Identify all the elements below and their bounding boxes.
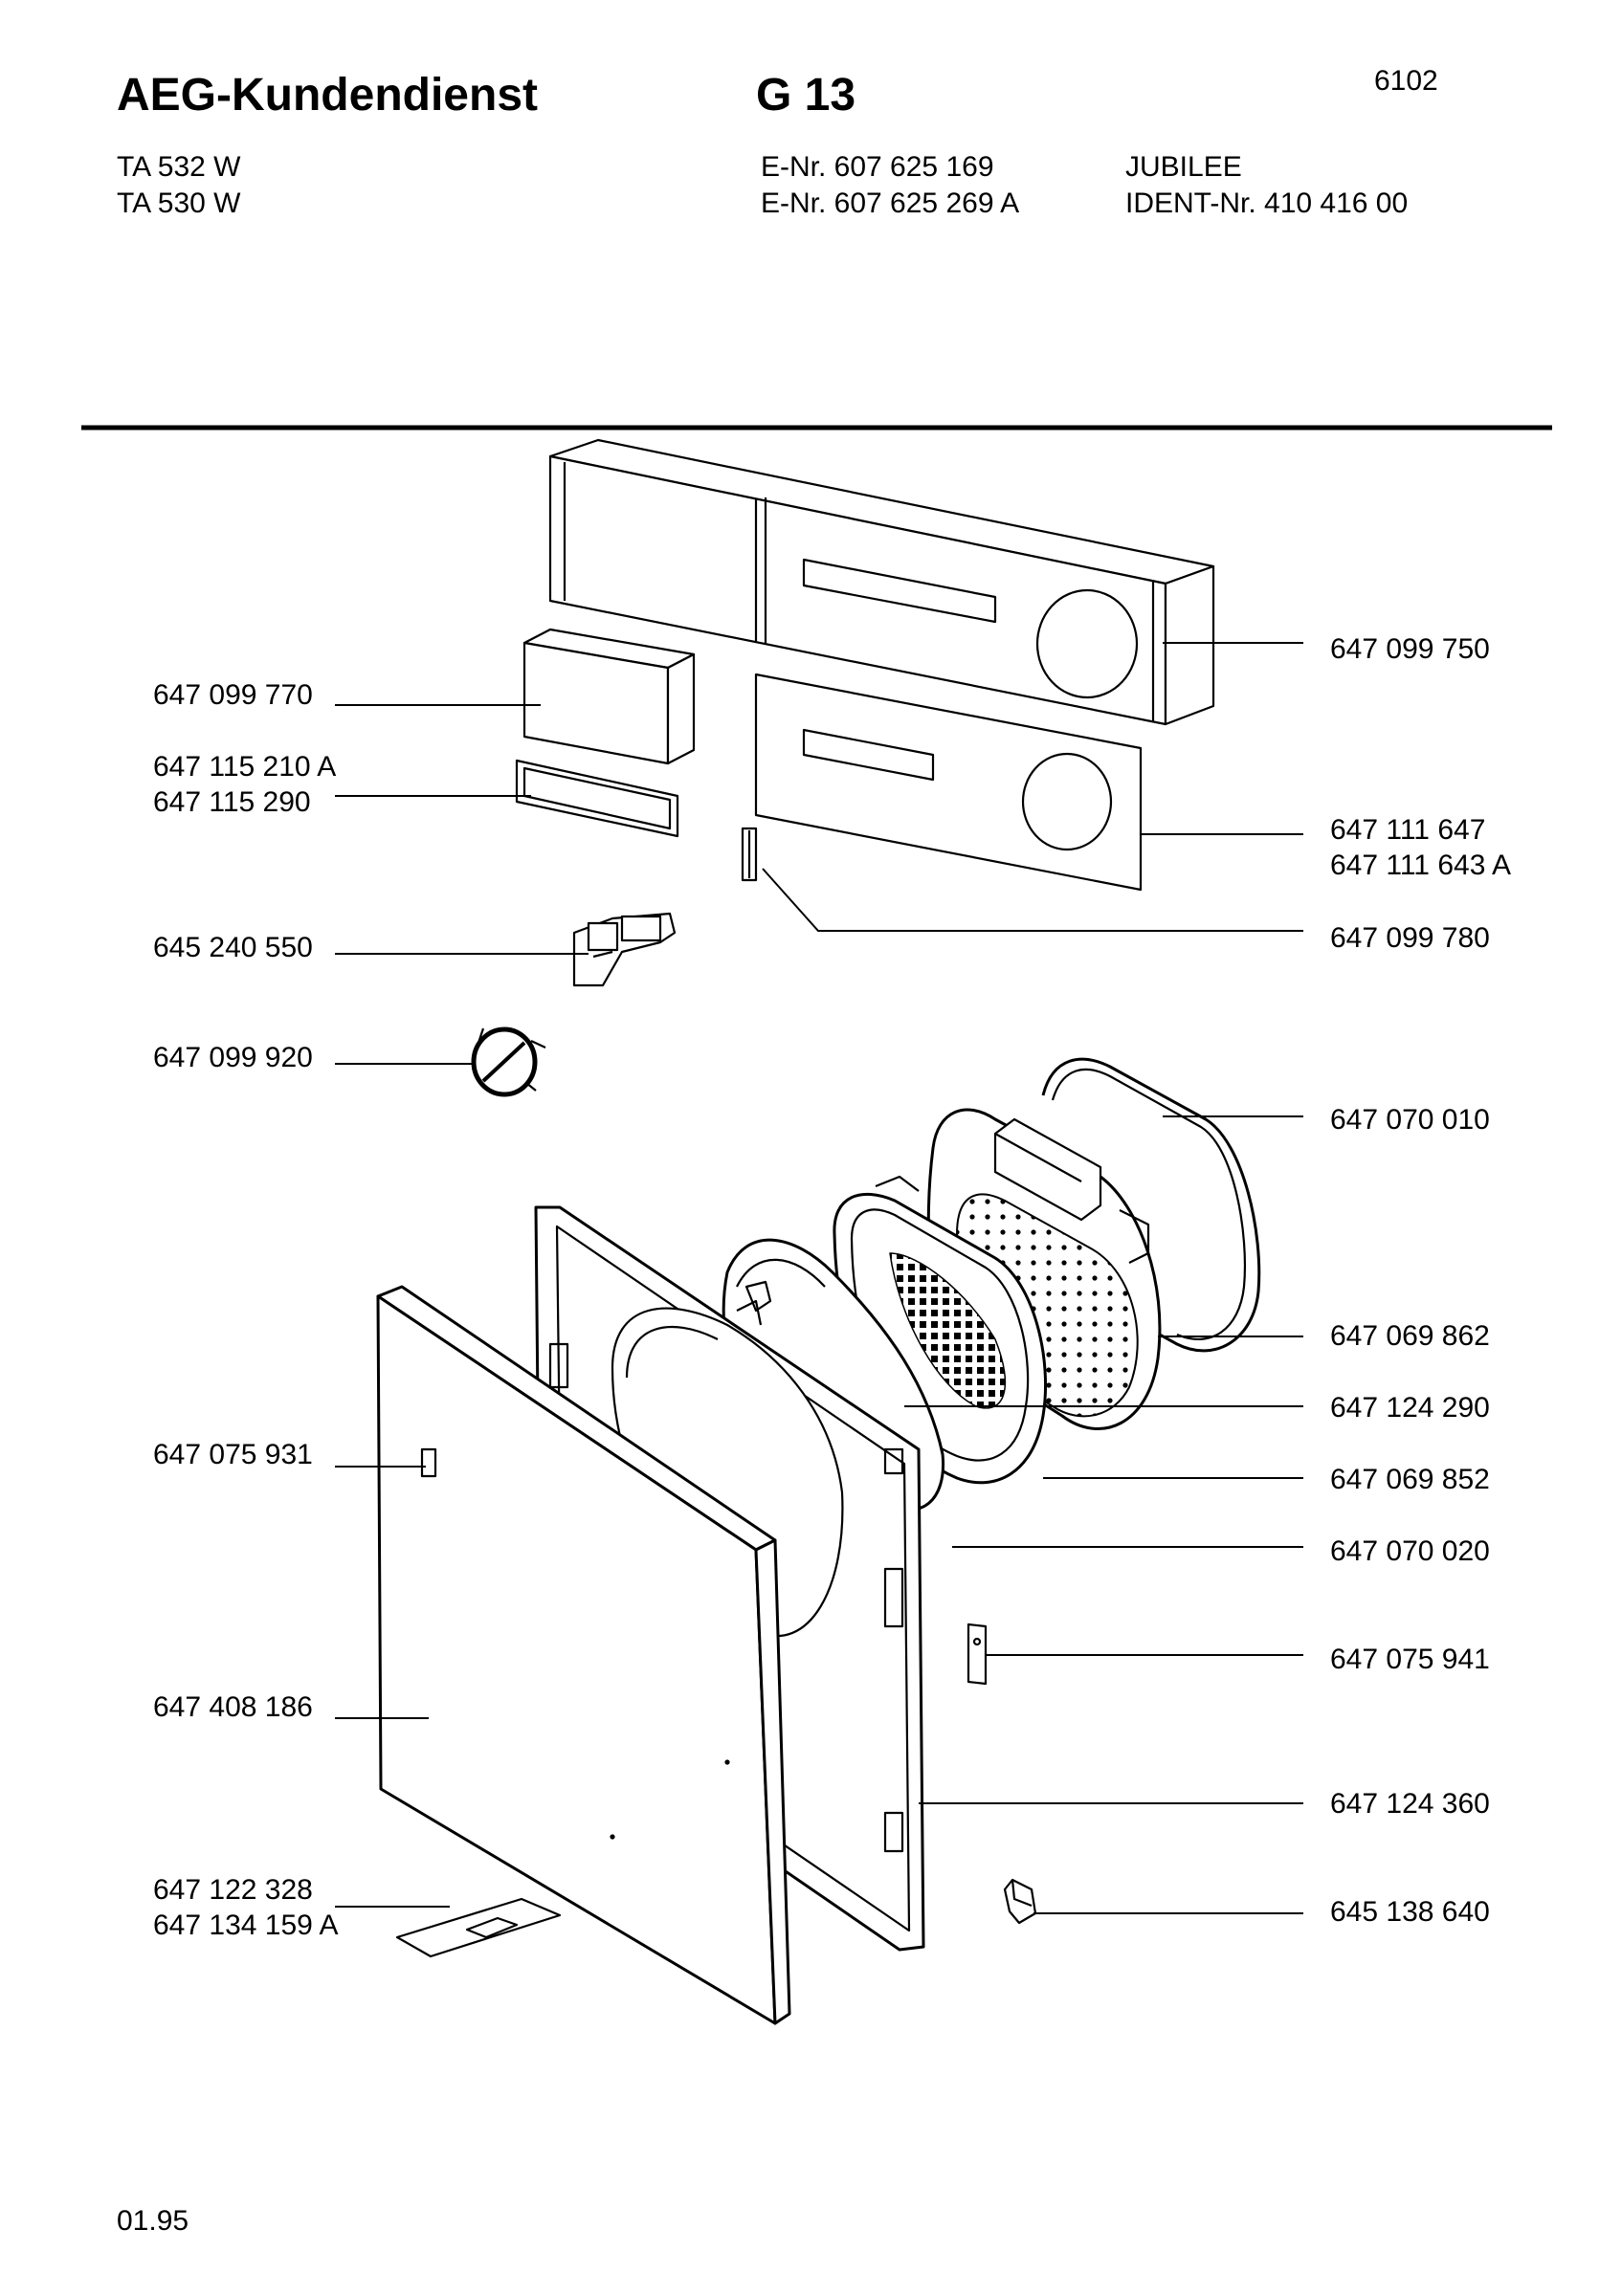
- group-code: G 13: [756, 70, 856, 121]
- footer-date: 01.95: [117, 2205, 189, 2237]
- part-label: 647 069 852: [1330, 1464, 1490, 1495]
- part-label: 647 124 290: [1330, 1392, 1490, 1424]
- part-label: 647 069 862: [1330, 1320, 1490, 1352]
- part-label: 647 075 931: [153, 1439, 313, 1470]
- front-door-panel: [378, 1287, 789, 2023]
- knob-piece: [743, 828, 756, 880]
- part-label: 645 138 640: [1330, 1896, 1490, 1928]
- enr-1: E-Nr. 607 625 169: [761, 151, 994, 183]
- part-label: 647 124 360: [1330, 1788, 1490, 1820]
- part-label: 647 099 770: [153, 679, 313, 711]
- variant-name: JUBILEE: [1125, 151, 1242, 183]
- latch-plate: [968, 1624, 986, 1684]
- clip-component: [1005, 1880, 1035, 1923]
- brand-title: AEG-Kundendienst: [117, 70, 538, 121]
- part-label: 647 099 750: [1330, 633, 1490, 665]
- bottom-plate: [397, 1899, 560, 1956]
- part-label: 647 099 780: [1330, 922, 1490, 954]
- control-panel-top: [550, 440, 1213, 724]
- model-2: TA 530 W: [117, 188, 241, 219]
- part-label: 645 240 550: [153, 932, 313, 963]
- part-label: 647 070 020: [1330, 1535, 1490, 1567]
- part-label: 647 070 010: [1330, 1104, 1490, 1136]
- part-label: 647 075 941: [1330, 1644, 1490, 1675]
- panel-plate: [756, 674, 1141, 890]
- trim-strip: [517, 761, 678, 836]
- doc-code: 6102: [1374, 65, 1438, 97]
- part-label: 647 408 186: [153, 1691, 313, 1723]
- retaining-ring: [474, 1028, 545, 1094]
- model-1: TA 532 W: [117, 151, 241, 183]
- cover-box: [524, 629, 694, 763]
- part-label: 647 099 920: [153, 1042, 313, 1073]
- switch-component: [574, 914, 675, 985]
- leader-lines: [335, 643, 1303, 1913]
- enr-2: E-Nr. 607 625 269 A: [761, 188, 1020, 219]
- ident-number: IDENT-Nr. 410 416 00: [1125, 188, 1409, 219]
